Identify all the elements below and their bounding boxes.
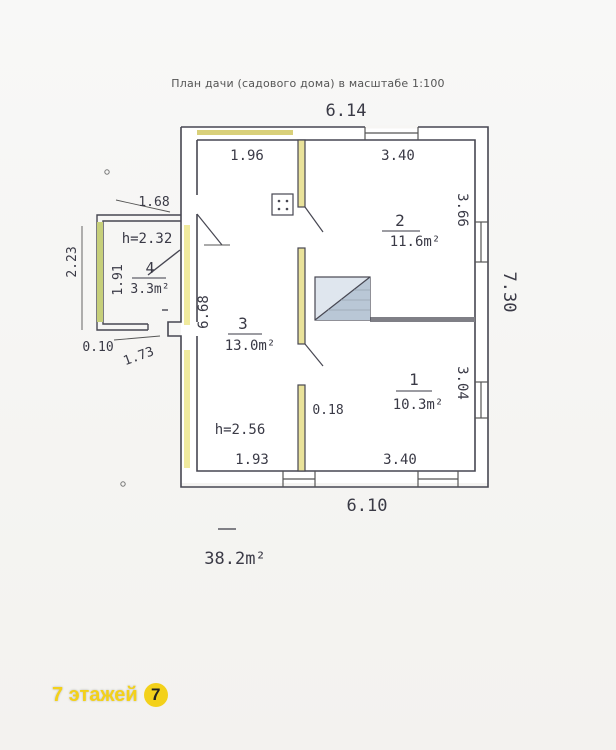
partitions: [184, 130, 475, 472]
room-1-area: 10.3m²: [393, 397, 444, 413]
room-3-area: 13.0m²: [225, 338, 276, 354]
mark-dot: [120, 481, 126, 487]
room-2-area: 11.6m²: [390, 234, 441, 250]
brand-text: 7 этажей: [52, 683, 138, 706]
stove-icon: [271, 193, 294, 216]
ceiling-heights: h=2.32 h=2.56: [122, 231, 266, 438]
dim-bottom-right-room: 3.40: [383, 452, 417, 468]
dim-porch-top: 1.68: [138, 195, 169, 210]
dimension-labels: 6.14 1.96 3.40 3.66 7.30 3.04 6.68 0.18 …: [65, 101, 519, 516]
windows: [282, 125, 488, 487]
dim-right-room1: 3.04: [454, 366, 470, 400]
dim-top-total: 6.14: [326, 101, 367, 121]
height-main: h=2.56: [215, 422, 266, 438]
dim-top-left-room: 1.96: [230, 148, 264, 164]
porch: [96, 214, 181, 331]
dim-porch-inner: 1.91: [111, 264, 126, 295]
dim-porch-wall: 0.10: [82, 340, 113, 355]
dim-porch-bottom: 1.73: [122, 344, 157, 369]
room-2-number: 2: [395, 211, 405, 230]
total-area-value: 38.2m²: [204, 549, 265, 569]
dim-bottom-left-room: 1.93: [235, 452, 269, 468]
porch-dimension-lines: [81, 199, 230, 341]
brand-logo-icon: 7: [143, 683, 168, 707]
room-4-area: 3.3m²: [130, 282, 169, 297]
dim-hall-left: 6.68: [196, 295, 212, 329]
room-4-number: 4: [145, 259, 154, 277]
door-swings: [196, 206, 324, 367]
staircase-icon: [314, 276, 371, 321]
height-porch: h=2.32: [122, 231, 173, 247]
plan-title: План дачи (садового дома) в масштабе 1:1…: [171, 77, 445, 90]
mark-dot: [104, 169, 110, 175]
dim-bottom-total: 6.10: [347, 496, 388, 516]
room-3-number: 3: [238, 314, 248, 333]
dim-top-right-room: 3.40: [381, 148, 415, 164]
dim-right-total: 7.30: [499, 272, 519, 313]
dim-right-room2: 3.66: [454, 193, 470, 227]
total-area: 38.2m²: [204, 528, 266, 569]
brand-watermark: 7 этажей 7: [52, 683, 168, 707]
room-1-number: 1: [409, 370, 419, 389]
dim-partition: 0.18: [312, 403, 343, 418]
room-labels: 2 11.6m² 3 13.0m² 1 10.3m² 4 3.3m²: [130, 211, 443, 413]
dim-porch-left: 2.23: [65, 246, 80, 277]
